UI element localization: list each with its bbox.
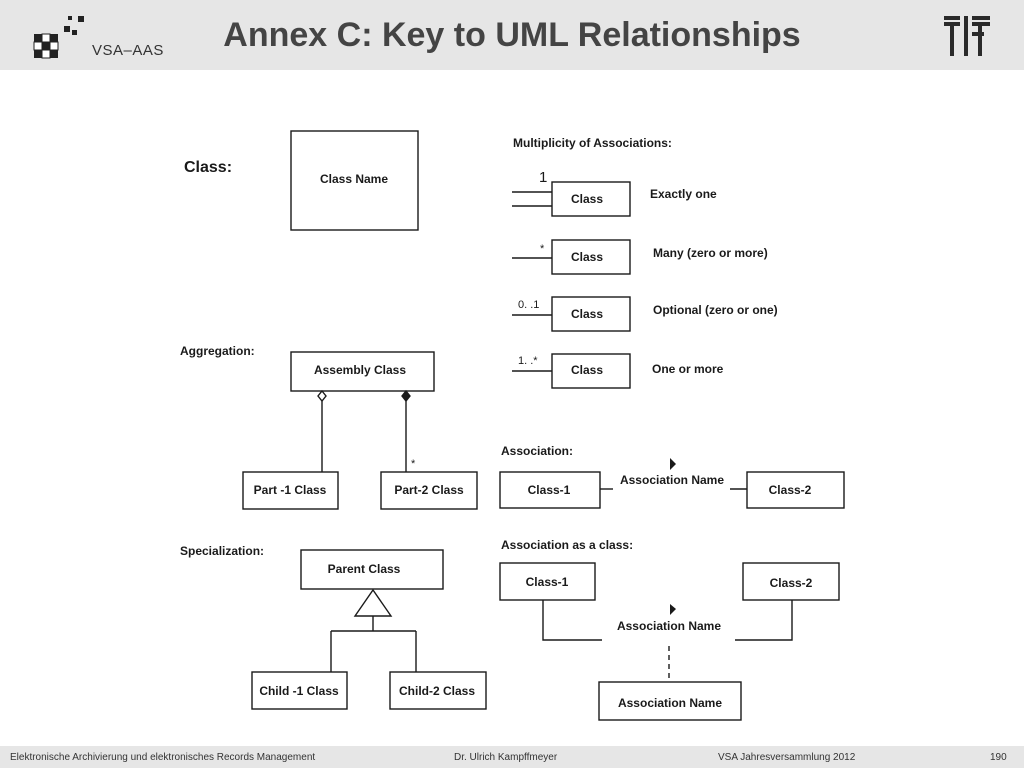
child2-class-box xyxy=(389,671,487,710)
aggregation-heading: Aggregation: xyxy=(180,344,255,358)
child2-class-label: Child-2 Class xyxy=(399,684,475,698)
child1-class-box xyxy=(251,671,348,710)
association-class1-label: Class-1 xyxy=(528,483,571,497)
footer-event: VSA Jahresversammlung 2012 xyxy=(718,752,856,763)
association-class2-label: Class-2 xyxy=(769,483,812,497)
mult-value-3: 0. .1 xyxy=(518,299,539,311)
vsa-logo-icon xyxy=(33,16,84,59)
multiplicity-heading: Multiplicity of Associations: xyxy=(513,136,672,150)
part2-class-box xyxy=(380,471,478,510)
association-class1-box xyxy=(499,471,601,509)
mult-box-label-2: Class xyxy=(571,250,603,264)
specialization-heading: Specialization: xyxy=(180,544,264,558)
page-number: 190 xyxy=(990,752,1007,763)
parent-class-label: Parent Class xyxy=(328,562,401,576)
mult-box-label-3: Class xyxy=(571,307,603,321)
mult-value-1: 1 xyxy=(539,169,547,186)
association-name-label: Association Name xyxy=(620,473,724,487)
assoc-class-heading: Association as a class: xyxy=(501,538,633,552)
aggregation-diamond-hollow xyxy=(317,389,327,403)
mult-desc-4: One or more xyxy=(652,362,724,376)
generalization-triangle xyxy=(353,588,393,617)
page-title: Annex C: Key to UML Relationships xyxy=(223,16,801,54)
class-name-box xyxy=(290,130,419,231)
mult-box-4 xyxy=(551,353,631,389)
mult-desc-2: Many (zero or more) xyxy=(653,246,768,260)
child1-class-label: Child -1 Class xyxy=(259,684,339,698)
class-heading: Class: xyxy=(184,159,232,176)
parent-class-box xyxy=(300,549,444,590)
assoc-class-direction-arrow xyxy=(670,604,676,615)
footer-left-text: Elektronische Archivierung und elektroni… xyxy=(10,752,316,763)
assembly-class-label: Assembly Class xyxy=(314,363,406,377)
logo-text: VSA–AAS xyxy=(92,42,164,59)
mult-box-1 xyxy=(551,181,631,217)
footer-author: Dr. Ulrich Kampffmeyer xyxy=(454,752,558,763)
assoc-class1-label: Class-1 xyxy=(526,575,569,589)
mult-desc-3: Optional (zero or one) xyxy=(653,303,778,317)
assoc-class-name-label: Association Name xyxy=(617,619,721,633)
assoc-class1-box xyxy=(499,562,596,601)
mult-box-3 xyxy=(551,296,631,332)
class-name-label: Class Name xyxy=(320,172,388,186)
assoc-class2-box xyxy=(742,562,840,601)
part2-class-label: Part-2 Class xyxy=(394,483,464,497)
mult-box-2 xyxy=(551,239,631,275)
mult-box-label-4: Class xyxy=(571,363,603,377)
part1-class-label: Part -1 Class xyxy=(254,483,327,497)
association-class2-box xyxy=(746,471,845,509)
assoc-class-box xyxy=(598,681,742,721)
composition-diamond-filled xyxy=(401,389,411,403)
association-heading: Association: xyxy=(501,444,573,458)
mult-desc-1: Exactly one xyxy=(650,187,717,201)
uml-key-diagram: Class: Class Name Multiplicity of Associ… xyxy=(180,130,845,721)
aggregation-multiplicity: * xyxy=(411,458,416,470)
mult-value-2: * xyxy=(540,243,545,255)
project-consult-logo-icon xyxy=(944,16,990,56)
header-bar: VSA–AAS Annex C: Key to UML Relationship… xyxy=(0,0,1024,70)
part1-class-box xyxy=(242,471,339,510)
assoc-class-box-label: Association Name xyxy=(618,696,722,710)
footer-bar: Elektronische Archivierung und elektroni… xyxy=(0,746,1024,768)
assembly-class-box xyxy=(290,351,435,392)
association-direction-arrow xyxy=(670,458,676,470)
mult-value-4: 1. .* xyxy=(518,355,538,367)
mult-box-label-1: Class xyxy=(571,192,603,206)
assoc-class2-label: Class-2 xyxy=(770,576,813,590)
